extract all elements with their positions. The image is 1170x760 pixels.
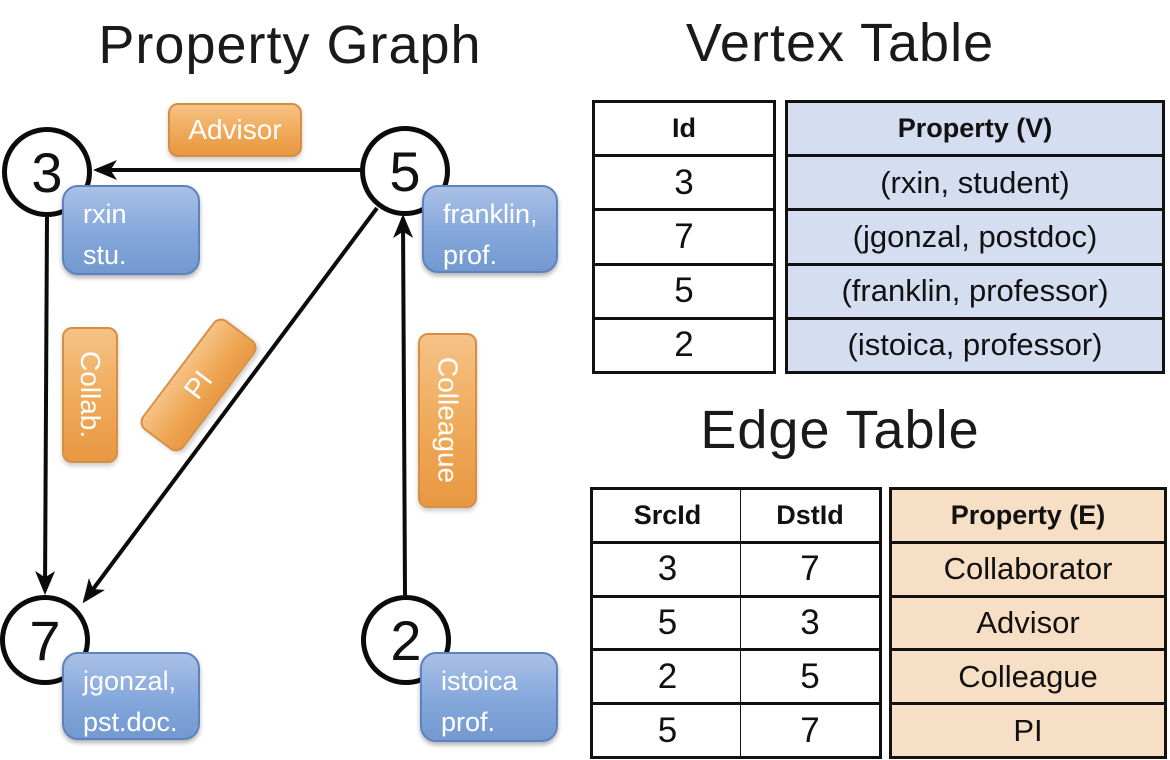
vertex-property-line: pst.doc. (83, 707, 178, 737)
edge-table-property-cell: Collaborator (892, 540, 1164, 595)
vertex-table-header-property: Property (V) (788, 103, 1162, 155)
vertex-property-line: istoica (441, 666, 518, 696)
vertex-table-header-id: Id (672, 113, 696, 144)
edge-table-dstid-cell: 3 (741, 594, 879, 649)
vertex-table-property-column: Property (V) (rxin, student) (jgonzal, p… (785, 100, 1165, 374)
edge-table-dstid-cell: 7 (741, 702, 879, 756)
edge-table-header-dstid: DstId (776, 499, 844, 530)
edge-5-to-7-pi (82, 206, 379, 604)
vertex-table-property-cell: (franklin, professor) (788, 262, 1162, 317)
vertex-property-line: franklin, (443, 199, 538, 229)
vertex-property-box-jgonzal: jgonzal, pst.doc. (62, 652, 200, 740)
edge-table-title: Edge Table (700, 400, 980, 460)
edge-table-property-cell: Colleague (892, 648, 1164, 703)
vertex-table-title: Vertex Table (685, 13, 995, 73)
vertex-property-box-istoica: istoica prof. (420, 652, 558, 742)
edge-table-srcid-cell: 5 (593, 594, 742, 649)
vertex-property-line: prof. (441, 707, 496, 737)
vertex-table-id-cell: 5 (595, 262, 773, 317)
edge-label-collab: Collab. (62, 327, 118, 463)
edge-label-advisor: Advisor (168, 103, 302, 157)
vertex-table-property-cell: (istoica, professor) (788, 316, 1162, 372)
vertex-property-box-rxin: rxin stu. (62, 185, 200, 275)
vertex-property-line: stu. (83, 240, 127, 270)
edge-table-dstid-cell: 5 (741, 648, 879, 702)
vertex-table-id-cell: 7 (595, 208, 773, 262)
graph-node-2: 2 (361, 595, 451, 685)
edge-table-property-column: Property (E) Collaborator Advisor Collea… (889, 487, 1167, 759)
edge-table-srcid-cell: 2 (593, 648, 742, 702)
node-5-id: 5 (389, 139, 421, 203)
vertex-property-line: prof. (443, 240, 498, 270)
edge-table-dstid-column: DstId 7 3 5 7 (740, 487, 882, 759)
edge-table-srcid-cell: 5 (593, 702, 742, 756)
edge-3-to-7-collab (35, 216, 56, 595)
edge-table-property-cell: Advisor (892, 594, 1164, 649)
vertex-property-box-franklin: franklin, prof. (422, 185, 558, 273)
node-3-id: 3 (31, 140, 63, 204)
edge-table-property-cell: PI (892, 702, 1164, 756)
vertex-property-line: rxin (83, 199, 127, 229)
vertex-table-property-cell: (rxin, student) (788, 154, 1162, 209)
edge-label-colleague: Colleague (418, 333, 477, 508)
edge-2-to-5-colleague (393, 214, 414, 596)
edge-table-header-property: Property (E) (892, 490, 1164, 541)
vertex-table-property-cell: (jgonzal, postdoc) (788, 208, 1162, 263)
vertex-table-id-column: Id 3 7 5 2 (592, 100, 776, 374)
edge-table-srcid-column: SrcId 3 5 2 5 (590, 487, 743, 759)
edge-table-dstid-cell: 7 (741, 540, 879, 595)
property-graph-title: Property Graph (98, 15, 482, 75)
vertex-table-id-cell: 3 (595, 154, 773, 208)
vertex-table-id-cell: 2 (595, 316, 773, 371)
node-7-id: 7 (29, 608, 61, 672)
edge-table-header-srcid: SrcId (633, 499, 702, 530)
vertex-property-line: jgonzal, (83, 666, 177, 696)
node-2-id: 2 (390, 608, 422, 672)
edge-table-srcid-cell: 3 (593, 540, 742, 595)
graph-node-5: 5 (360, 126, 450, 216)
